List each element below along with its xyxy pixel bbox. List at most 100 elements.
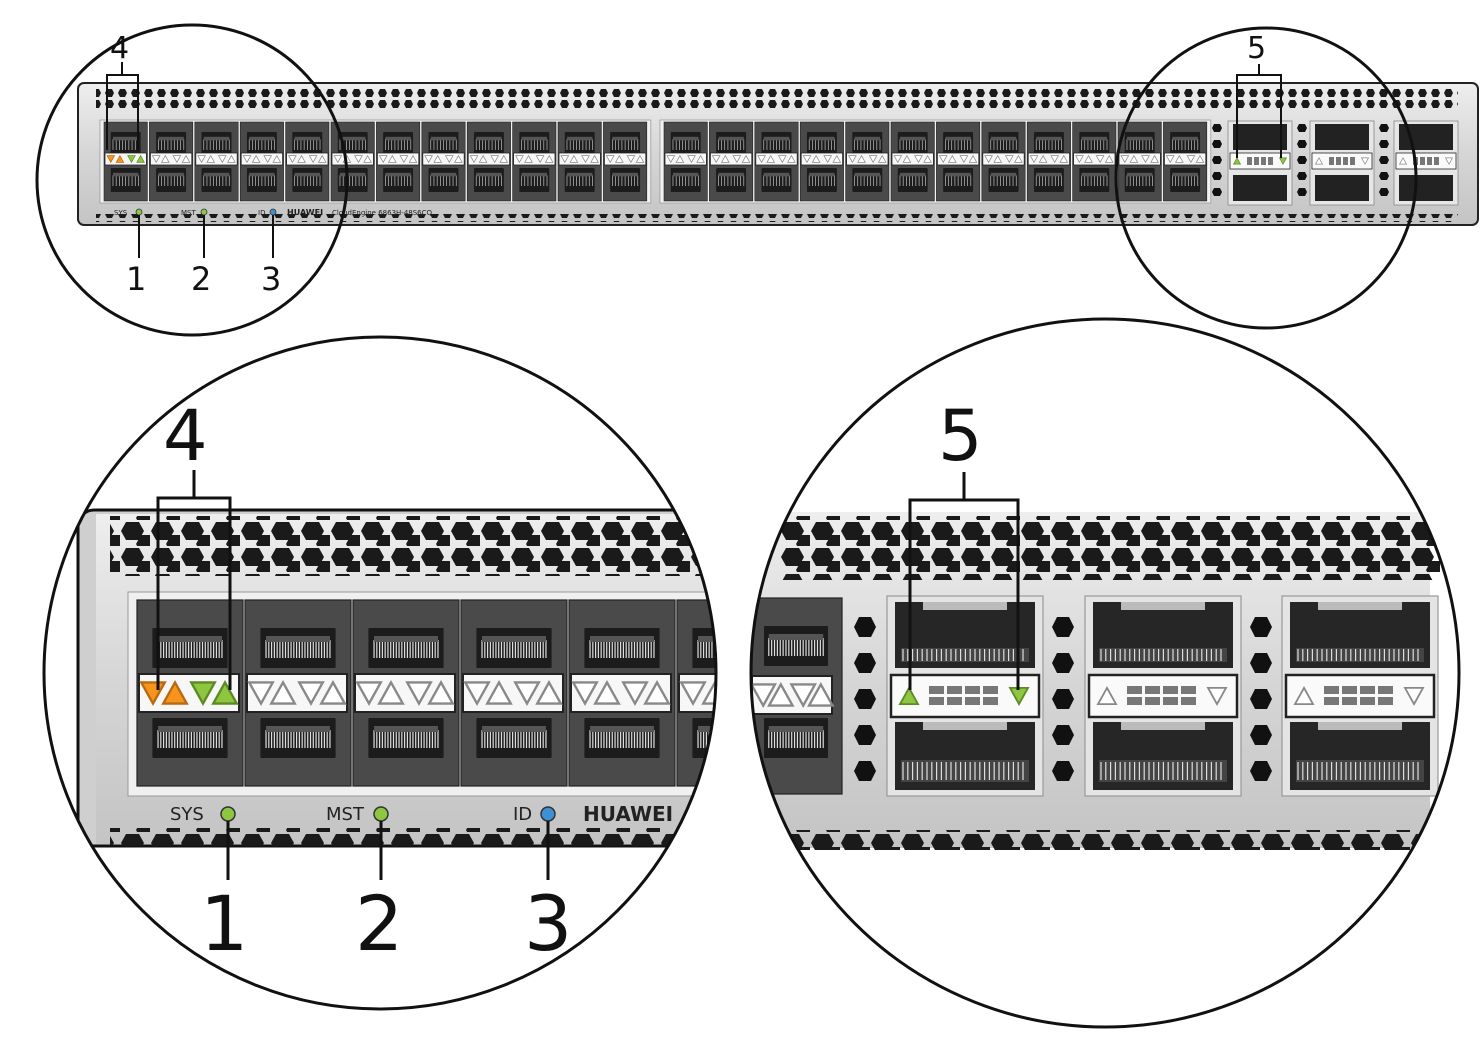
qsfp-cage-bottom bbox=[1233, 175, 1287, 201]
sfp-port-latch bbox=[374, 636, 438, 642]
port-led-icon bbox=[1038, 154, 1048, 163]
port-led-icon bbox=[621, 681, 649, 707]
sfp-port-latch bbox=[158, 726, 222, 732]
port-led-icon bbox=[605, 155, 615, 164]
sfp-port-latch bbox=[899, 172, 926, 177]
sfp-port-latch bbox=[990, 136, 1017, 141]
port-led-icon bbox=[387, 154, 397, 163]
qsfp-label-mark bbox=[1329, 157, 1334, 165]
port-led-icon bbox=[857, 154, 866, 163]
sfp-port-latch bbox=[521, 136, 548, 141]
port-led-icon bbox=[1314, 157, 1324, 165]
vent-hole bbox=[1052, 689, 1074, 709]
port-led-icon bbox=[923, 154, 932, 163]
sys-label-small: SYS bbox=[114, 209, 128, 217]
port-led-icon bbox=[560, 155, 570, 164]
port-led-icon bbox=[136, 154, 145, 163]
sfp-port-latch bbox=[339, 136, 366, 141]
sfp-led-strip bbox=[604, 152, 647, 166]
port-led-icon bbox=[297, 154, 306, 163]
qsfp-label-mark bbox=[965, 686, 980, 694]
port-led-icon bbox=[355, 681, 383, 707]
zoom-circle-right-small bbox=[1114, 26, 1418, 330]
port-led-icon bbox=[469, 155, 479, 164]
sfp-port-latch bbox=[1172, 172, 1198, 177]
brand-small: HUAWEI bbox=[287, 208, 323, 217]
qsfp-label-mark bbox=[1261, 157, 1266, 165]
port-led-icon bbox=[581, 155, 590, 164]
sfp-led-strip bbox=[1027, 152, 1070, 166]
sfp-led-strip bbox=[467, 152, 511, 166]
qsfp-label-mark bbox=[1342, 697, 1357, 705]
qsfp-label-mark bbox=[1350, 157, 1355, 165]
sfp-port-latch bbox=[1172, 136, 1198, 141]
mst-label: MST bbox=[326, 804, 365, 825]
port-led-icon bbox=[544, 154, 554, 163]
port-led-icon bbox=[161, 679, 189, 705]
port-led-icon bbox=[433, 154, 443, 163]
port-led-icon bbox=[687, 155, 696, 164]
vent-hole bbox=[1212, 188, 1222, 196]
port-led-icon bbox=[478, 154, 488, 163]
sys-label: SYS bbox=[170, 804, 204, 825]
port-led-icon bbox=[968, 154, 978, 163]
port-led-icon bbox=[1084, 154, 1093, 163]
vent-hole bbox=[1250, 761, 1272, 781]
port-led-icon bbox=[263, 155, 273, 164]
qsfp-label-mark bbox=[1336, 157, 1341, 165]
qsfp-label-mark bbox=[1254, 157, 1259, 165]
sfp-led-strip bbox=[331, 152, 374, 166]
port-led-icon bbox=[626, 155, 636, 164]
sfp-port-latch bbox=[266, 636, 330, 642]
port-led-icon bbox=[614, 154, 624, 163]
port-led-icon bbox=[1050, 155, 1060, 164]
qsfp-label-mark bbox=[1360, 686, 1375, 694]
port-led-icon bbox=[1129, 154, 1139, 163]
port-led-icon bbox=[247, 681, 275, 707]
port-led-icon bbox=[571, 681, 599, 707]
vent-hole bbox=[1297, 140, 1307, 148]
sfp-port-latch bbox=[899, 136, 926, 141]
port-led-icon bbox=[206, 154, 216, 163]
port-led-icon bbox=[1293, 686, 1315, 705]
id-led-small bbox=[269, 208, 277, 216]
port-led-icon bbox=[227, 154, 236, 163]
qsfp-label-mark bbox=[929, 686, 944, 694]
sfp-port-latch bbox=[1126, 136, 1153, 141]
port-led-icon bbox=[378, 155, 388, 164]
sfp-port-latch bbox=[476, 136, 502, 141]
port-led-icon bbox=[427, 679, 455, 705]
sfp-port-latch bbox=[672, 172, 699, 177]
port-led-icon bbox=[424, 155, 433, 164]
port-led-icon bbox=[675, 154, 685, 163]
sfp-led-strip bbox=[286, 152, 329, 166]
port-led-icon bbox=[211, 679, 239, 705]
port-led-icon bbox=[1232, 157, 1242, 165]
qsfp-cage-tab bbox=[1121, 722, 1205, 730]
qsfp-label-mark bbox=[1378, 686, 1393, 694]
port-led-icon bbox=[807, 681, 835, 707]
sfp-port-latch bbox=[482, 636, 546, 642]
sfp-port-latch bbox=[768, 634, 824, 640]
port-led-icon bbox=[151, 155, 161, 164]
port-led-icon bbox=[115, 154, 125, 163]
sfp-led-strip bbox=[1073, 152, 1116, 166]
qsfp-label-mark bbox=[1163, 686, 1178, 694]
sfp-port-latch bbox=[1126, 172, 1153, 177]
qsfp-label-mark bbox=[1127, 686, 1142, 694]
mst-label-small: MST bbox=[181, 209, 196, 217]
qsfp-label-mark bbox=[1324, 697, 1339, 705]
qsfp-label-mark bbox=[1420, 157, 1425, 165]
port-led-icon bbox=[1029, 155, 1039, 164]
sfp-port-latch bbox=[158, 636, 222, 642]
sfp-port-latch bbox=[990, 172, 1017, 177]
sfp-led-strip bbox=[1164, 152, 1207, 166]
port-led-icon bbox=[319, 679, 347, 705]
sfp-port-latch bbox=[612, 172, 638, 177]
qsfp-label-mark bbox=[929, 697, 944, 705]
port-led-icon bbox=[720, 154, 730, 163]
sfp-port-latch bbox=[339, 172, 366, 177]
port-led-icon bbox=[787, 154, 796, 163]
port-led-icon bbox=[217, 155, 227, 164]
port-led-icon bbox=[377, 679, 405, 705]
